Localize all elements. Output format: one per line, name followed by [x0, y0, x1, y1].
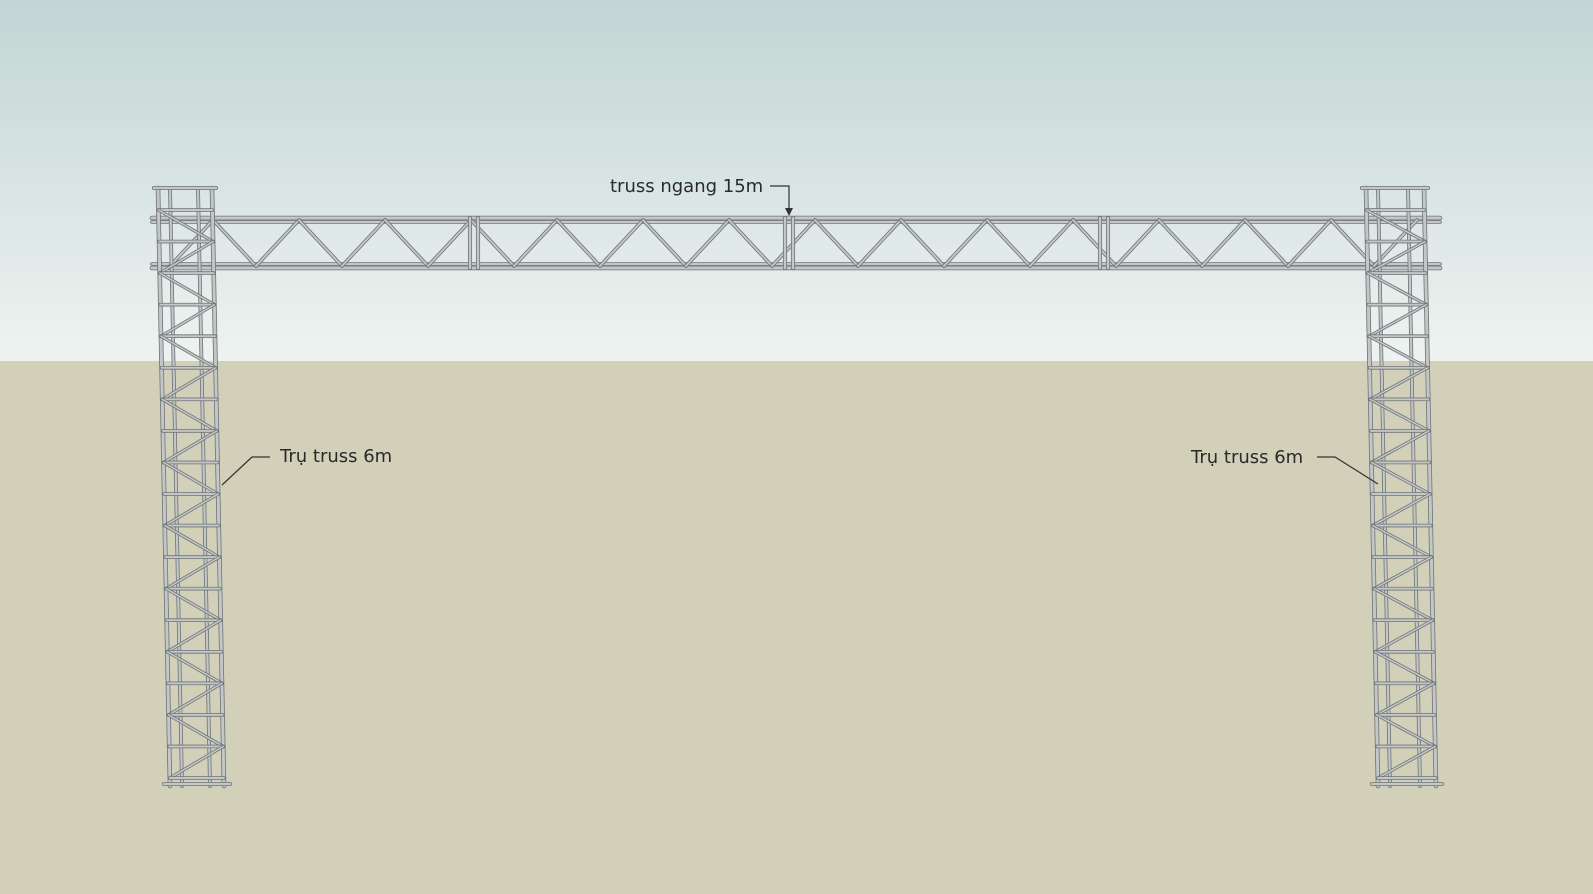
column-brace-fill [1366, 240, 1426, 274]
right-truss-column [1359, 185, 1445, 789]
column-brace-fill [157, 209, 214, 243]
column-chord-fill [210, 186, 226, 788]
right-column-label: Trụ truss 6m [1191, 447, 1304, 468]
beam-diagonal-fill [1287, 219, 1332, 267]
left-column-label: Trụ truss 6m [280, 446, 393, 467]
column-brace-fill [1371, 524, 1433, 558]
column-brace-fill [160, 335, 217, 369]
leader-right [1317, 456, 1379, 485]
beam-diagonal-fill [1115, 219, 1160, 267]
column-brace-fill [1365, 209, 1426, 243]
column-brace-fill [1374, 650, 1435, 685]
column-chord-fill [156, 186, 172, 788]
beam-diagonal-fill [642, 219, 687, 267]
column-chord-back-fill [168, 186, 184, 788]
beam-diagonal-fill [427, 219, 472, 267]
beam-diagonal-fill [1201, 219, 1246, 267]
column-brace-fill [1377, 745, 1437, 779]
beam-diagonal-fill [900, 219, 945, 267]
horizontal-truss-label: truss ngang 15m [610, 176, 764, 197]
leader-top [770, 185, 793, 216]
column-brace-fill [161, 366, 217, 401]
beam-diagonal-fill [599, 219, 644, 267]
column-brace-fill [162, 461, 219, 495]
column-brace-fill [166, 619, 222, 653]
beam-diagonal-fill [212, 219, 257, 267]
column-brace-fill [167, 682, 223, 716]
column-brace-fill [166, 650, 223, 685]
ground [0, 361, 1593, 894]
column-brace-fill [1370, 430, 1430, 464]
column-brace-fill [169, 745, 225, 779]
column-brace-fill [1375, 714, 1437, 748]
column-brace-fill [1370, 461, 1431, 495]
beam-diagonal-fill [341, 219, 386, 267]
beam-diagonal-fill [513, 219, 558, 267]
column-brace-fill [167, 714, 225, 748]
beam-diagonal-fill [384, 219, 429, 267]
column-brace-fill [1369, 366, 1429, 401]
column-chord-fill [1364, 186, 1380, 788]
beam-diagonal-fill [1158, 219, 1203, 267]
column-brace-fill [1366, 272, 1428, 306]
beam-diagonal-fill [298, 219, 343, 267]
beam-diagonal-fill [685, 219, 730, 267]
column-brace-fill [1371, 493, 1431, 527]
column-brace-fill [160, 303, 216, 338]
column-brace-fill [161, 398, 218, 432]
column-brace-fill [1369, 398, 1430, 432]
horizontal-truss-beam [149, 215, 1443, 271]
column-chord-back-fill [1376, 186, 1392, 788]
column-brace-fill [1374, 619, 1434, 653]
column-brace-fill [165, 587, 222, 622]
column-brace-fill [1368, 303, 1428, 338]
column-brace-fill [1375, 682, 1435, 716]
beam-diagonal-fill [1029, 219, 1074, 267]
leader-left [221, 456, 270, 486]
beam-diagonal-fill [857, 219, 902, 267]
beam-diagonal-fill [255, 219, 300, 267]
column-brace-fill [163, 493, 219, 527]
column-brace-fill [158, 272, 216, 306]
column-brace-fill [1368, 335, 1429, 369]
column-brace-fill [158, 240, 214, 274]
column-chord-fill [1422, 186, 1438, 788]
column-brace-fill [1373, 556, 1433, 590]
beam-diagonal-fill [943, 219, 988, 267]
column-brace-fill [162, 430, 218, 464]
beam-diagonal-fill [556, 219, 601, 267]
column-brace-fill [1373, 587, 1434, 622]
sky [0, 0, 1593, 361]
column-brace-fill [165, 556, 221, 590]
column-brace-fill [163, 524, 221, 558]
beam-diagonal-fill [986, 219, 1031, 267]
beam-diagonal-fill [728, 219, 773, 267]
left-truss-column [151, 185, 233, 789]
beam-diagonal-fill [814, 219, 859, 267]
beam-diagonal-fill [1244, 219, 1289, 267]
